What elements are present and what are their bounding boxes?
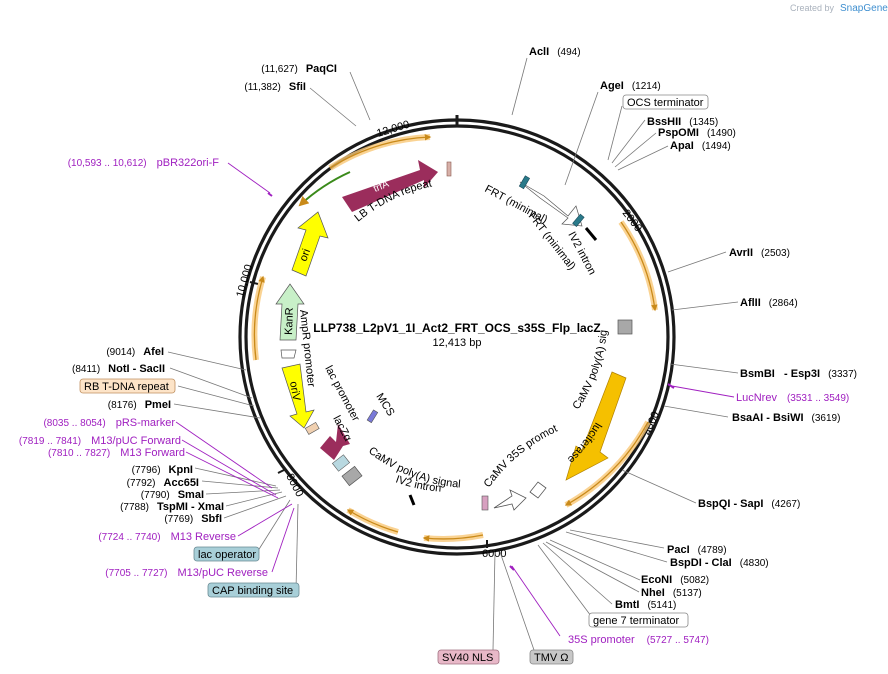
rb-tdna-box[interactable] (79, 378, 176, 394)
enzyme-sbfi[interactable]: (7769)SbfI (164, 513, 222, 525)
gene7-terminator-box[interactable] (588, 612, 689, 628)
enzyme-econi[interactable]: EcoNI(5082) (641, 574, 709, 586)
rb-tdna-label: RB T-DNA repeat (84, 381, 169, 393)
enzyme-bsaai[interactable]: BsaAI - BsiWI(3619) (732, 412, 840, 424)
enzyme-acc65i[interactable]: (7792)Acc65I (127, 477, 199, 489)
cap-site-label: CAP binding site (212, 585, 293, 597)
primer-m13-forward[interactable]: (7810 .. 7827)M13 Forward (48, 447, 185, 459)
cap-site-marker (341, 465, 363, 487)
enzyme-pmei[interactable]: (8176)PmeI (108, 399, 171, 411)
orf-arc-left (251, 276, 266, 361)
enzyme-apai[interactable]: ApaI(1494) (670, 140, 731, 152)
enzyme-noti[interactable]: (8411)NotI - SacII (72, 363, 165, 375)
primer-pbr322ori-f[interactable]: (10,593 .. 10,612)pBR322ori-F (68, 157, 220, 169)
cap-site-box[interactable] (207, 582, 300, 598)
oriv-label: oriV (287, 380, 302, 402)
sv40-nls-box[interactable] (437, 649, 500, 665)
primer-m13-puc-reverse[interactable]: (7705 .. 7727)M13/pUC Reverse (105, 567, 268, 579)
enzyme-paci[interactable]: PacI(4789) (667, 544, 727, 556)
sv40-nls-marker (481, 495, 489, 511)
lac-promoter-marker (304, 421, 320, 435)
lac-operator-marker (331, 454, 351, 472)
iv2-top-marker (584, 227, 598, 241)
tmv-box[interactable] (529, 649, 574, 665)
camv-35s-arrow-1[interactable] (493, 489, 527, 511)
primer-lucnrev[interactable]: LucNrev(3531 .. 3549) (736, 392, 849, 404)
plasmid-length: 12,413 bp (433, 337, 482, 349)
lucnrev-site (667, 383, 675, 389)
enzyme-agei[interactable]: AgeI(1214) (600, 80, 661, 92)
plasmid-name: LLP738_L2pV1_1I_Act2_FRT_OCS_s35S_Flp_la… (313, 321, 600, 335)
ori-label: ori (298, 247, 313, 263)
enzyme-acli[interactable]: AclI(494) (529, 46, 581, 58)
frt-marker-1 (518, 175, 531, 190)
lb-tdna-marker (446, 161, 452, 177)
primer-m13-reverse[interactable]: (7724 .. 7740)M13 Reverse (98, 531, 236, 543)
tmv-label: TMV Ω (534, 652, 569, 664)
gene7-terminator-label: gene 7 terminator (593, 615, 680, 627)
sv40-nls-label: SV40 NLS (442, 652, 493, 664)
ocs-terminator-box[interactable] (622, 94, 709, 110)
enzyme-bsmbi[interactable]: BsmBI - Esp3I(3337) (740, 368, 857, 380)
lac-operator-label: lac operator (198, 549, 256, 561)
enzyme-bmti[interactable]: BmtI(5141) (615, 599, 676, 611)
enzyme-smai[interactable]: (7790)SmaI (141, 489, 204, 501)
enzyme-aflii[interactable]: AflII(2864) (740, 297, 798, 309)
enzyme-bspqi[interactable]: BspQI - SapI(4267) (698, 498, 800, 510)
enzyme-bsshii[interactable]: BssHII(1345) (647, 116, 718, 128)
green-orf-arc (298, 171, 351, 207)
tick-6000: 6000 (482, 548, 506, 560)
enzyme-avrii[interactable]: AvrII(2503) (729, 247, 790, 259)
snapgene-logo: SnapGene (840, 3, 888, 14)
iv2-bottom-marker (408, 494, 416, 506)
ocs-marker (617, 319, 633, 335)
enzyme-paqci[interactable]: (11,627)PaqCI (261, 63, 337, 75)
trfa-feature[interactable] (342, 160, 438, 212)
oriv-feature[interactable] (281, 363, 315, 429)
kanr-feature[interactable] (275, 283, 305, 341)
kanr-label: KanR (283, 307, 296, 335)
ampr-promoter-feature[interactable] (280, 349, 297, 359)
lac-operator-box[interactable] (193, 546, 260, 562)
enzyme-afei[interactable]: (9014)AfeI (106, 346, 164, 358)
primer-35s-promoter[interactable]: 35S promoter(5727 .. 5747) (568, 634, 709, 646)
frt-arc[interactable] (519, 181, 583, 227)
tick-8000: 8000 (283, 472, 305, 499)
camv-35s-arrow-2[interactable] (529, 481, 547, 499)
ocs-terminator-label: OCS terminator (627, 97, 704, 109)
enzyme-nhei[interactable]: NheI(5137) (641, 587, 702, 599)
ori-feature[interactable] (291, 211, 329, 277)
primer-prs-marker[interactable]: (8035 .. 8054)pRS-marker (43, 417, 175, 429)
luciferase-feature[interactable] (565, 371, 627, 481)
mcs-marker (366, 409, 379, 424)
enzyme-sfii[interactable]: (11,382)SfiI (244, 81, 306, 93)
enzyme-pspomi[interactable]: PspOMI(1490) (658, 127, 736, 139)
35s-primer-site (509, 565, 515, 571)
lacza-feature[interactable] (320, 424, 350, 460)
pbr322-site (267, 192, 273, 197)
enzyme-tspmi[interactable]: (7788)TspMI - XmaI (120, 501, 224, 513)
credit-created-by: Created by (790, 3, 835, 13)
frt-marker-2 (572, 213, 585, 227)
primer-m13-puc-forward[interactable]: (7819 .. 7841)M13/pUC Forward (19, 435, 181, 447)
enzyme-bspdi[interactable]: BspDI - ClaI(4830) (670, 557, 769, 569)
enzyme-kpni[interactable]: (7796)KpnI (132, 464, 193, 476)
